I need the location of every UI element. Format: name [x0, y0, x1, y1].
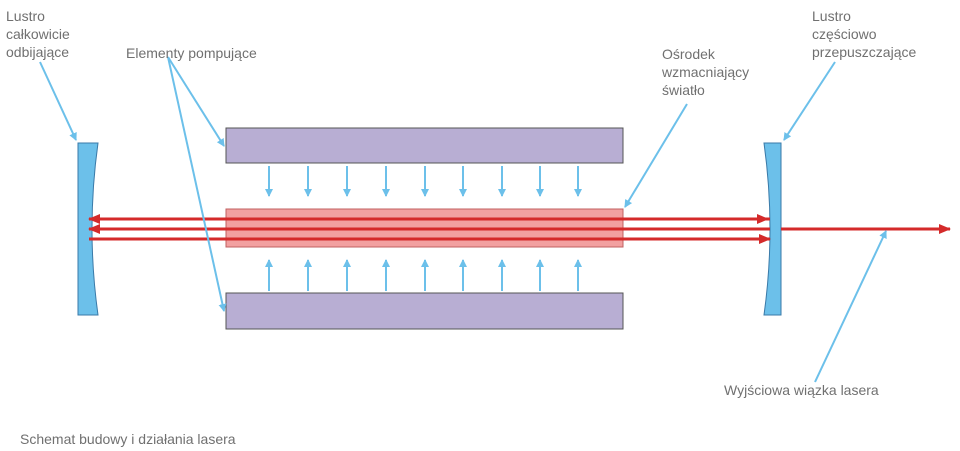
pump-arrows-bottom: [265, 259, 582, 291]
caption: Schemat budowy i działania lasera: [20, 431, 236, 447]
pump-bottom: [225, 292, 624, 330]
leader-lines: [39, 56, 887, 383]
label-output-beam: Wyjściowa wiązka lasera: [724, 382, 879, 398]
label-gain-medium: Ośrodek wzmacniający światło: [662, 46, 750, 98]
label-mirror-right: Lustro częściowo przepuszczające: [812, 8, 917, 60]
cavity-beams: [88, 214, 771, 244]
label-pumping-elements: Elementy pompujące: [126, 45, 257, 61]
label-mirror-left: Lustro całkowicie odbijające: [6, 8, 70, 60]
right-mirror: [763, 142, 782, 316]
pump-top: [225, 127, 624, 164]
pump-arrows-top: [265, 166, 582, 197]
